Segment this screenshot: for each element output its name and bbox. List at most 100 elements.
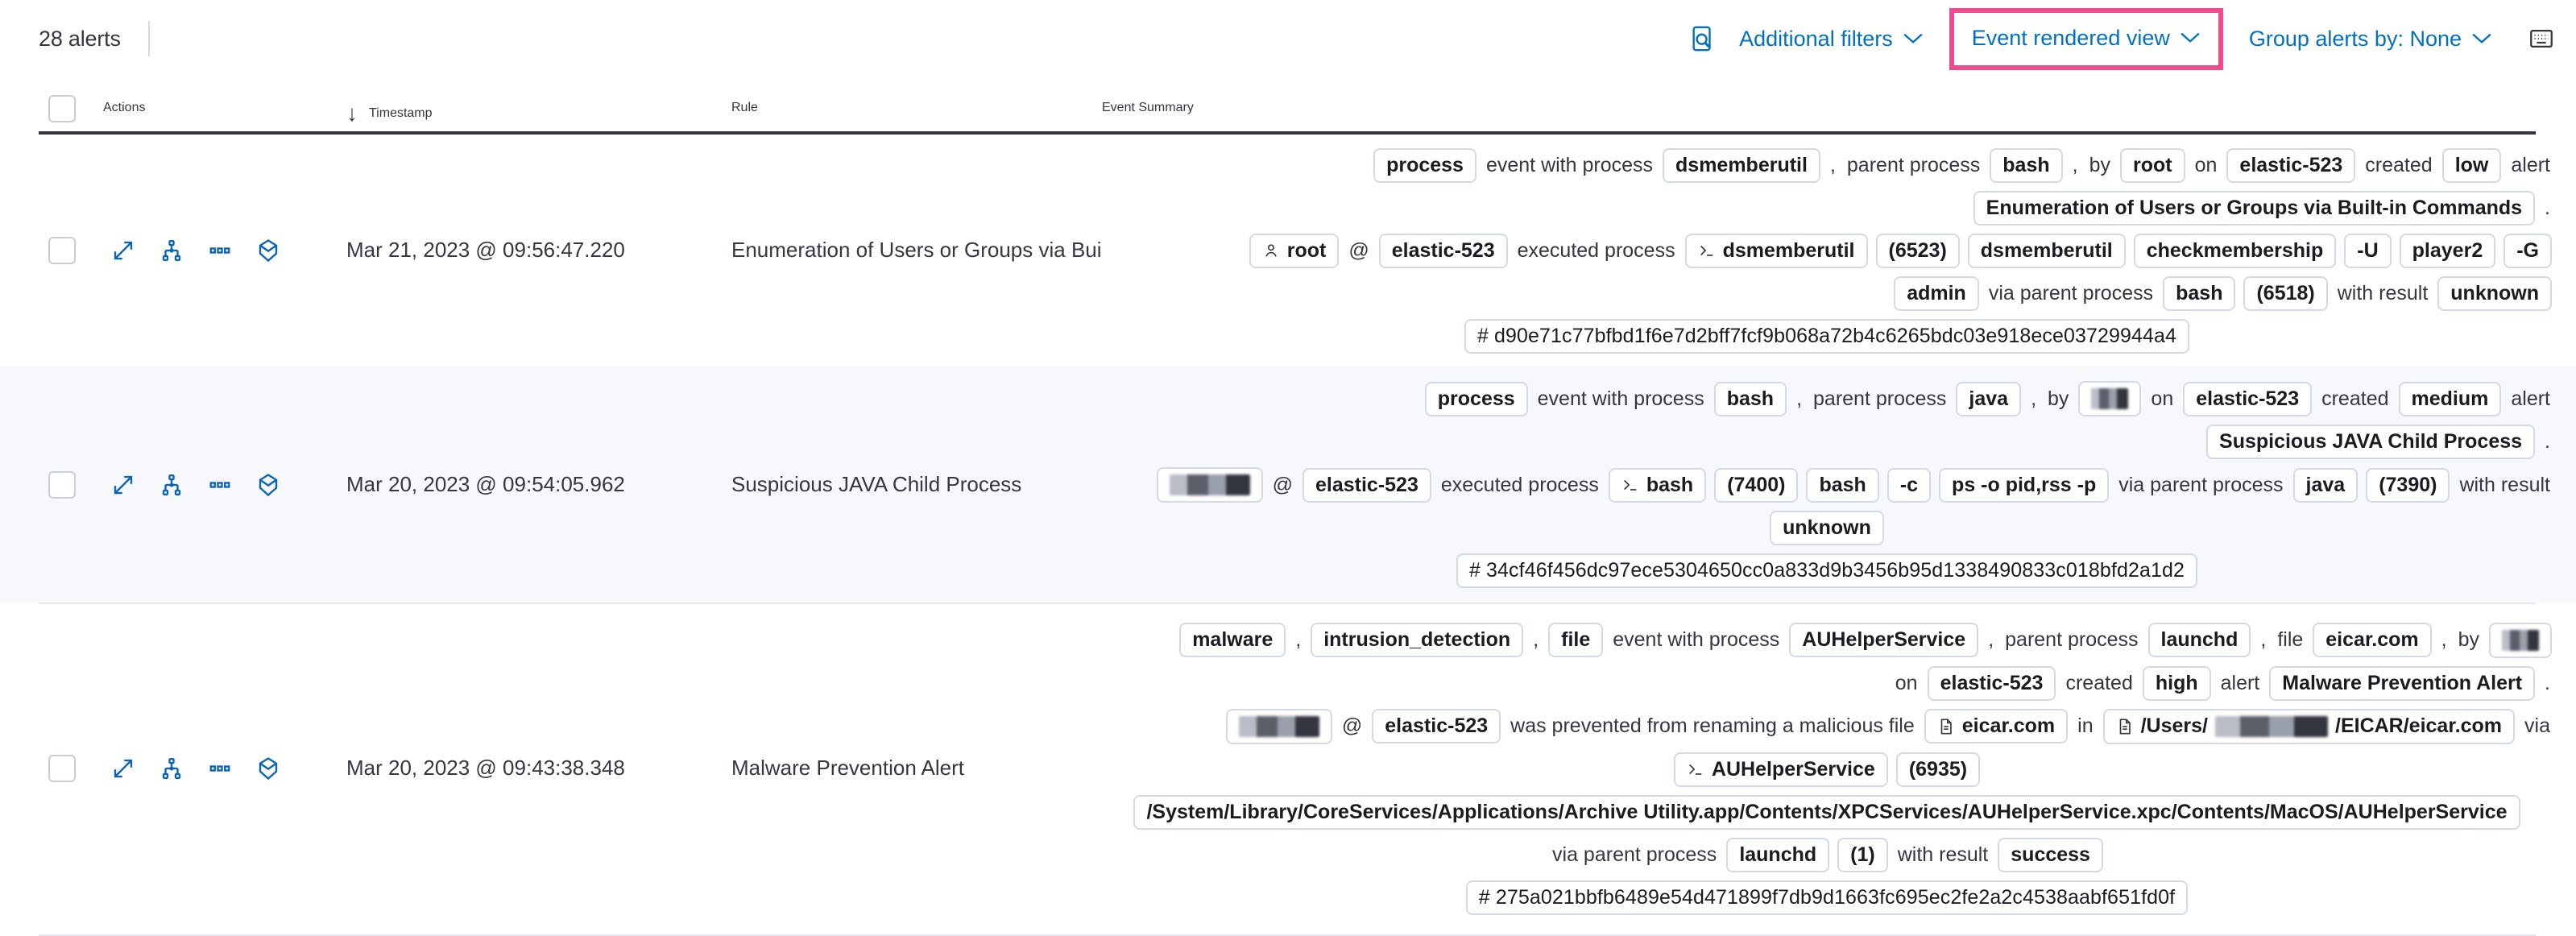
- summary-chip[interactable]: (6518): [2243, 275, 2328, 311]
- summary-text: ,: [1988, 628, 1994, 651]
- chip-label: dsmemberutil: [1675, 153, 1808, 176]
- summary-chip[interactable]: AUHelperService: [1673, 752, 1888, 787]
- summary-chip[interactable]: intrusion_detection: [1311, 623, 1524, 657]
- summary-chip[interactable]: success: [1998, 837, 2103, 872]
- summary-text: file: [2277, 628, 2304, 651]
- summary-chip[interactable]: (7400): [1714, 467, 1799, 503]
- summary-chip[interactable]: /Users//EICAR/eicar.com: [2102, 708, 2516, 744]
- summary-chip[interactable]: -U: [2344, 233, 2392, 268]
- summary-chip[interactable]: elastic-523: [2226, 147, 2356, 183]
- select-all-checkbox[interactable]: [48, 95, 76, 122]
- summary-chip[interactable]: launchd: [1726, 837, 1830, 872]
- chip-label: Malware Prevention Alert: [2282, 671, 2523, 694]
- summary-chip[interactable]: high: [2142, 665, 2211, 701]
- summary-chip[interactable]: # 275a021bbfb6489e54d471899f7db9d1663fc6…: [1465, 880, 2189, 915]
- summary-chip[interactable]: Malware Prevention Alert: [2269, 665, 2536, 701]
- summary-chip[interactable]: [2489, 622, 2552, 658]
- redacted-value: [1238, 715, 1319, 737]
- summary-chip[interactable]: bash: [1806, 467, 1879, 503]
- summary-chip[interactable]: checkmembership: [2133, 233, 2337, 268]
- summary-chip[interactable]: root: [2120, 147, 2185, 183]
- summary-chip[interactable]: (1): [1837, 837, 1888, 872]
- additional-filters-button[interactable]: Additional filters: [1739, 27, 1924, 52]
- summary-chip[interactable]: eicar.com: [2313, 623, 2432, 657]
- summary-chip[interactable]: launchd: [2147, 623, 2251, 657]
- summary-chip[interactable]: [2078, 381, 2142, 416]
- more-actions-icon[interactable]: [208, 756, 232, 781]
- summary-chip[interactable]: elastic-523: [2183, 381, 2313, 416]
- row-divider: [39, 603, 2536, 604]
- chip-label: elastic-523: [1315, 473, 1418, 496]
- summary-chip[interactable]: process: [1373, 147, 1476, 183]
- summary-chip[interactable]: Enumeration of Users or Groups via Built…: [1973, 190, 2536, 226]
- session-view-icon[interactable]: [256, 238, 280, 263]
- summary-chip[interactable]: dsmemberutil: [1684, 233, 1868, 268]
- console-icon: [1689, 764, 1702, 775]
- row-select-checkbox[interactable]: [48, 237, 76, 264]
- expand-icon[interactable]: [111, 756, 135, 781]
- summary-line: # 275a021bbfb6489e54d471899f7db9d1663fc6…: [1102, 880, 2552, 915]
- summary-chip[interactable]: process: [1424, 381, 1528, 416]
- summary-chip[interactable]: -c: [1886, 467, 1932, 503]
- chip-label: file: [1561, 628, 1591, 651]
- summary-chip[interactable]: medium: [2398, 381, 2502, 416]
- expand-icon[interactable]: [111, 473, 135, 497]
- summary-chip[interactable]: elastic-523: [1927, 665, 2056, 701]
- row-select-checkbox[interactable]: [48, 470, 76, 499]
- summary-chip[interactable]: low: [2441, 147, 2502, 183]
- column-header-timestamp[interactable]: ↓ Timestamp: [346, 101, 433, 126]
- summary-text: via: [2524, 714, 2550, 737]
- summary-chip[interactable]: malware: [1179, 623, 1286, 657]
- summary-chip[interactable]: unknown: [2437, 275, 2552, 311]
- user-icon: [1265, 244, 1277, 257]
- summary-chip[interactable]: java: [2292, 467, 2359, 503]
- more-actions-icon[interactable]: [208, 238, 232, 263]
- cell-rule: Enumeration of Users or Groups via Bui: [731, 238, 1102, 262]
- summary-chip[interactable]: bash: [2163, 275, 2236, 311]
- summary-chip[interactable]: (7390): [2366, 467, 2450, 503]
- summary-chip[interactable]: # d90e71c77bfbd1f6e7d2bff7fcf9b068a72b4c…: [1464, 318, 2190, 354]
- chip-label-suffix: /EICAR/eicar.com: [2335, 714, 2503, 737]
- summary-chip[interactable]: Suspicious JAVA Child Process: [2206, 425, 2536, 459]
- summary-chip[interactable]: elastic-523: [1378, 233, 1508, 268]
- summary-chip[interactable]: AUHelperService: [1789, 623, 1979, 657]
- summary-chip[interactable]: bash: [1608, 467, 1707, 503]
- summary-chip[interactable]: bash: [1990, 147, 2063, 183]
- group-alerts-by-button[interactable]: Group alerts by: None: [2249, 27, 2492, 52]
- row-select-checkbox[interactable]: [48, 755, 76, 782]
- summary-chip[interactable]: /System/Library/CoreServices/Application…: [1133, 794, 2520, 830]
- summary-chip[interactable]: elastic-523: [1372, 709, 1501, 743]
- keyboard-shortcuts-icon[interactable]: [2528, 25, 2555, 52]
- summary-text: on: [1895, 671, 1918, 694]
- session-view-icon[interactable]: [256, 473, 280, 497]
- analyzer-icon[interactable]: [159, 473, 184, 497]
- expand-icon[interactable]: [111, 238, 135, 263]
- summary-chip[interactable]: (6523): [1875, 233, 1960, 268]
- summary-chip[interactable]: file: [1548, 623, 1604, 657]
- summary-chip[interactable]: dsmemberutil: [1967, 233, 2126, 268]
- summary-chip[interactable]: -G: [2504, 233, 2552, 268]
- more-actions-icon[interactable]: [208, 473, 232, 497]
- summary-chip[interactable]: admin: [1894, 275, 1979, 311]
- analyzer-icon[interactable]: [159, 238, 184, 263]
- summary-chip[interactable]: [1156, 467, 1263, 503]
- inspect-icon[interactable]: [1689, 25, 1717, 52]
- summary-chip[interactable]: # 34cf46f456dc97ece5304650cc0a833d9b3456…: [1456, 553, 2197, 588]
- summary-chip[interactable]: java: [1956, 381, 2022, 416]
- session-view-icon[interactable]: [256, 756, 280, 781]
- summary-chip[interactable]: (6935): [1895, 752, 1981, 787]
- summary-chip[interactable]: ps -o pid,rss -p: [1939, 467, 2110, 503]
- summary-chip[interactable]: [1225, 708, 1332, 744]
- summary-chip[interactable]: root: [1249, 233, 1340, 268]
- summary-chip[interactable]: elastic-523: [1302, 467, 1431, 503]
- summary-chip[interactable]: eicar.com: [1924, 709, 2069, 743]
- summary-chip[interactable]: bash: [1713, 381, 1787, 416]
- summary-text: created: [2321, 387, 2389, 410]
- summary-chip[interactable]: player2: [2399, 233, 2496, 268]
- analyzer-icon[interactable]: [159, 756, 184, 781]
- event-rendered-view-button[interactable]: Event rendered view: [1972, 26, 2201, 51]
- summary-chip[interactable]: unknown: [1770, 511, 1884, 545]
- summary-chip[interactable]: dsmemberutil: [1663, 147, 1820, 183]
